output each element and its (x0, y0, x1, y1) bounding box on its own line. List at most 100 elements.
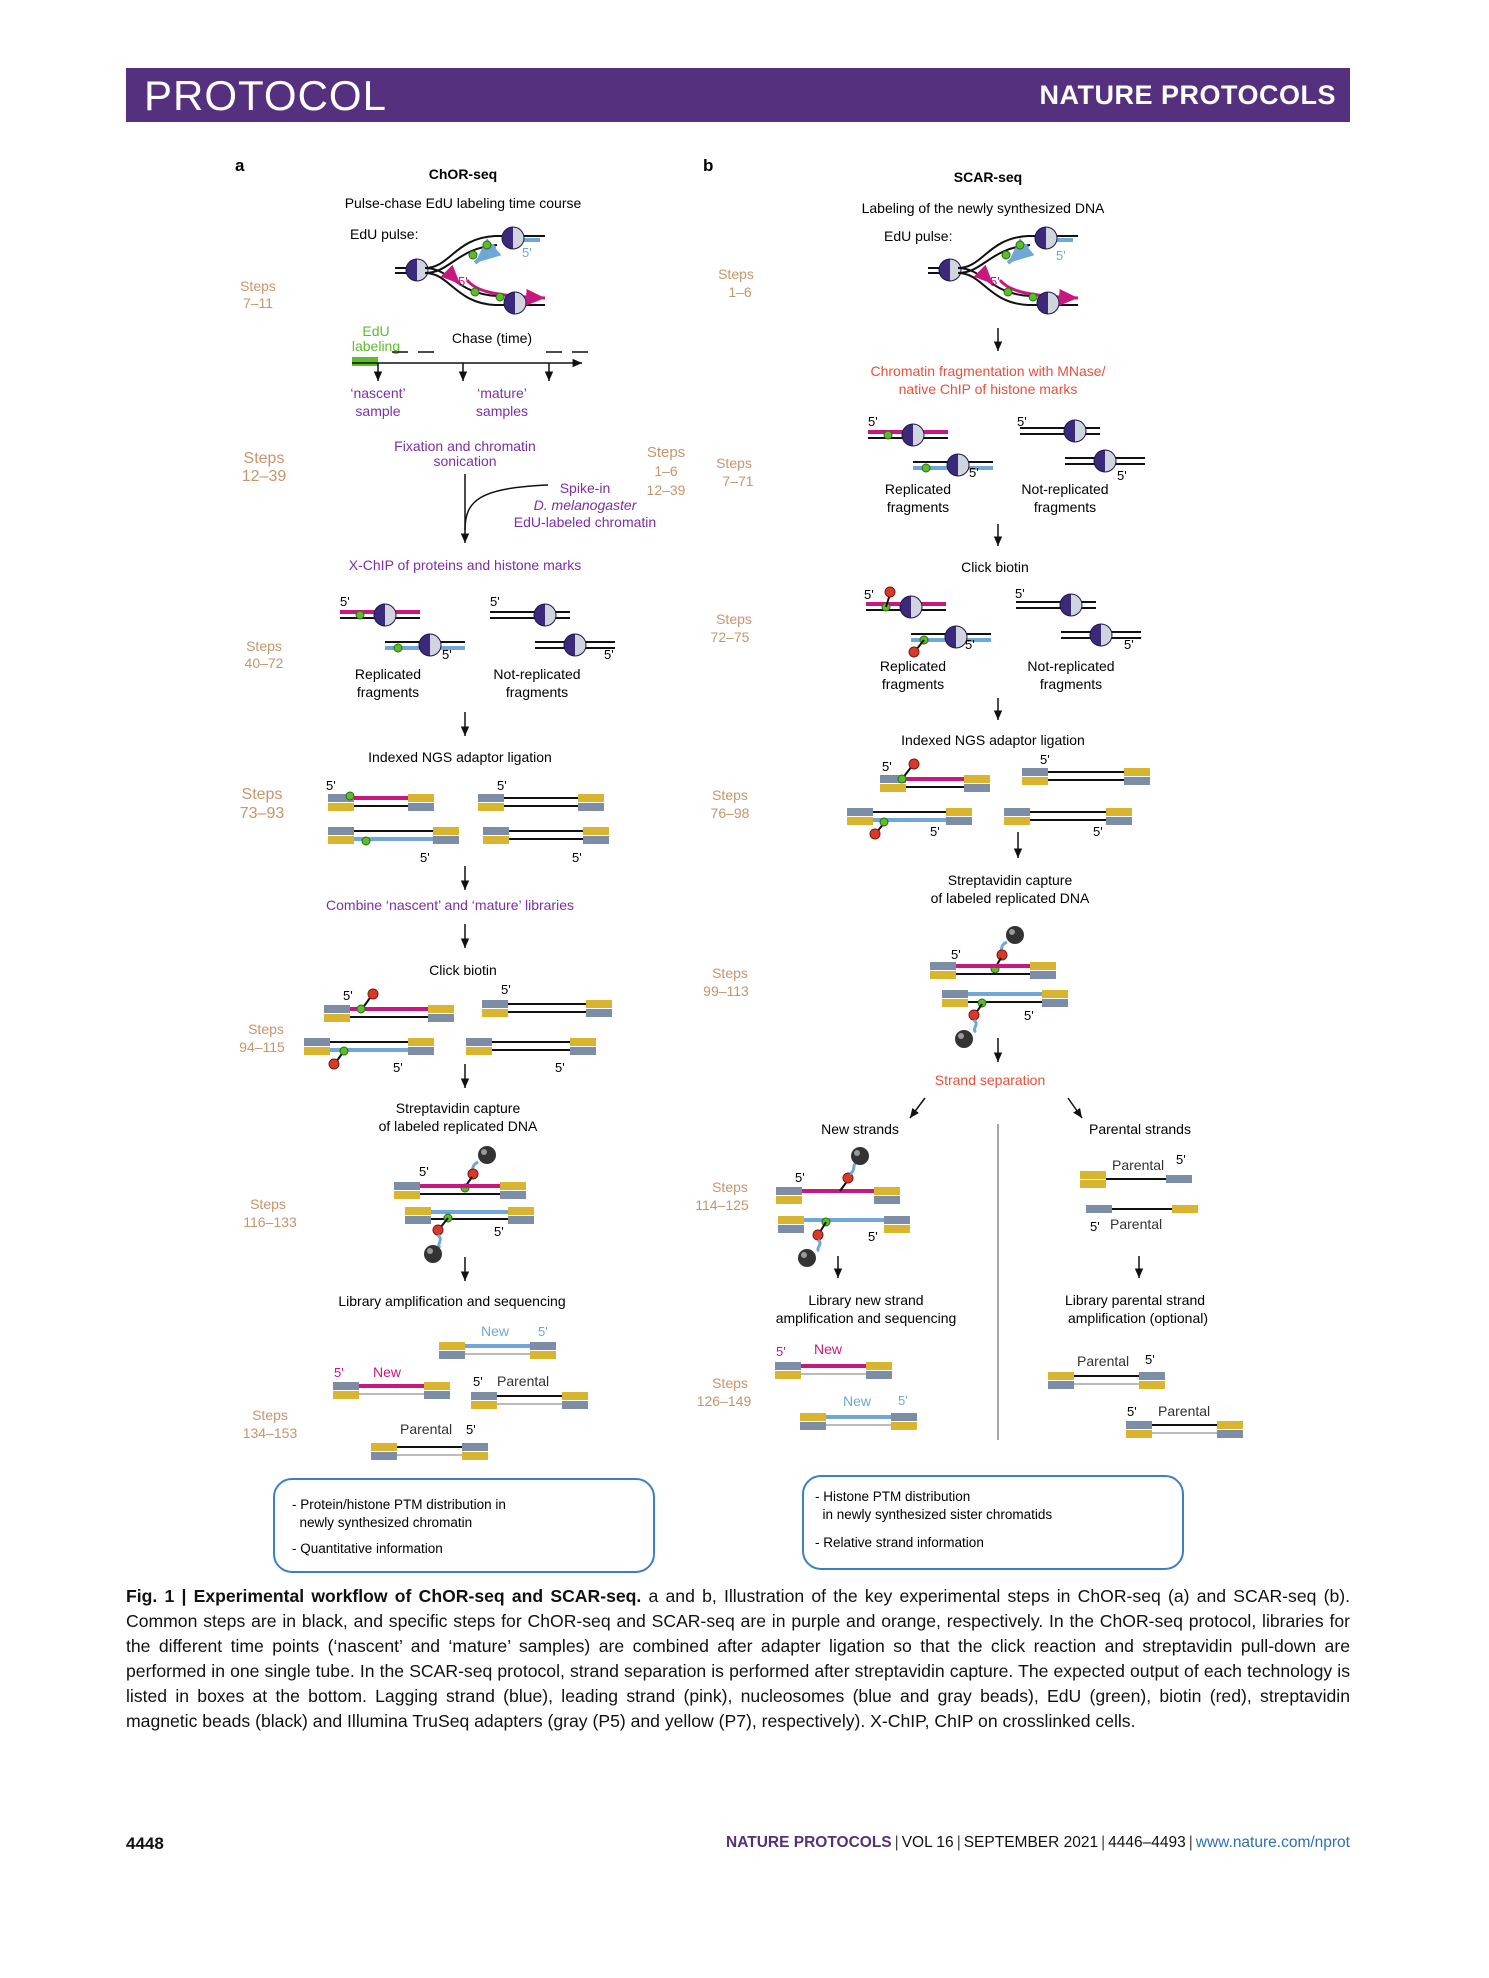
nascent-label: ‘nascent’ (350, 385, 405, 401)
steps-label: 1–6 (654, 463, 678, 479)
fixation-label: sonication (433, 453, 496, 469)
five-prime-label: 5' (458, 274, 468, 289)
steps-label: 7–11 (243, 295, 273, 311)
edu-labeling-label: EdU (362, 323, 389, 339)
five-prime-label: 5' (466, 1422, 476, 1437)
streptavidin-label: Streptavidin capture (948, 872, 1073, 888)
output-item: - Quantitative information (292, 1541, 443, 1556)
steps-label: Steps (246, 638, 282, 654)
panel-b-subtitle: Labeling of the newly synthesized DNA (862, 200, 1105, 216)
steps-label: Steps (647, 444, 685, 461)
adaptor-ligated-fragments (847, 758, 1150, 840)
parental-label: Parental (497, 1373, 549, 1389)
header-banner: PROTOCOL NATURE PROTOCOLS (126, 68, 1350, 122)
edu-labeling-label: labeling (352, 338, 400, 354)
five-prime-label: 5' (522, 245, 532, 260)
parental-strands-label: Parental strands (1089, 1121, 1191, 1137)
steps-label: 40–72 (245, 655, 284, 671)
edu-pulse-label: EdU pulse: (884, 228, 952, 244)
panel-a-title: ChOR-seq (429, 166, 497, 182)
library-parental-label: amplification (optional) (1068, 1310, 1208, 1326)
caption-body: a and b, Illustration of the key experim… (126, 1586, 1350, 1731)
five-prime-label: 5' (497, 778, 507, 793)
steps-label: 76–98 (711, 805, 750, 821)
new-label: New (481, 1323, 510, 1339)
five-prime-label: 5' (1117, 468, 1127, 483)
chase-label: Chase (time) (452, 330, 532, 346)
parental-label: Parental (1158, 1403, 1210, 1419)
mature-label: samples (476, 403, 528, 419)
output-box (273, 1478, 655, 1573)
steps-label: 12–39 (242, 468, 287, 485)
replicated-label: Replicated (885, 481, 951, 497)
five-prime-label: 5' (442, 647, 452, 662)
five-prime-label: 5' (340, 594, 350, 609)
fragmentation-label: Chromatin fragmentation with MNase/ (871, 363, 1106, 379)
five-prime-label: 5' (868, 1229, 878, 1244)
five-prime-label: 5' (420, 850, 430, 865)
library-amplification-label: Library amplification and sequencing (338, 1293, 565, 1309)
footer-pages: 4446–4493 (1108, 1834, 1186, 1851)
footer-date: SEPTEMBER 2021 (963, 1834, 1099, 1851)
output-item: newly synthesized chromatin (292, 1515, 472, 1530)
steps-label: 12–39 (647, 482, 686, 498)
xchip-label: X-ChIP of proteins and histone marks (349, 557, 581, 573)
five-prime-label: 5' (326, 778, 336, 793)
spike-in-species: D. melanogaster (534, 497, 638, 513)
five-prime-label: 5' (951, 947, 961, 962)
five-prime-label: 5' (343, 988, 353, 1003)
steps-label: 1–6 (728, 284, 752, 300)
parental-label: Parental (1112, 1157, 1164, 1173)
biotin-labeled-fragments (866, 586, 1141, 658)
click-biotin-label: Click biotin (961, 559, 1029, 575)
new-label: New (373, 1364, 402, 1380)
new-strands-label: New strands (821, 1121, 899, 1137)
panel-a-letter: a (235, 156, 245, 175)
panel-a: a ChOR-seq Pulse-chase EdU labeling time… (235, 156, 686, 1573)
five-prime-label: 5' (965, 637, 975, 652)
five-prime-label: 5' (555, 1060, 565, 1075)
biotin-labeled-fragments (304, 988, 612, 1070)
output-item: in newly synthesized sister chromatids (815, 1507, 1052, 1522)
adaptor-ligation-label: Indexed NGS adaptor ligation (901, 732, 1085, 748)
steps-label: Steps (712, 1179, 748, 1195)
panel-b-title: SCAR-seq (954, 169, 1022, 185)
section-title: PROTOCOL (144, 72, 387, 119)
steps-label: 126–149 (697, 1393, 752, 1409)
edu-pulse-label: EdU pulse: (350, 226, 418, 242)
steps-label: Steps (248, 1021, 284, 1037)
footer-url-link[interactable]: www.nature.com/nprot (1195, 1834, 1350, 1851)
page-number: 4448 (126, 1834, 164, 1853)
five-prime-label: 5' (419, 1164, 429, 1179)
replicated-label: fragments (887, 499, 949, 515)
new-strands-diagram (776, 1147, 910, 1267)
five-prime-label: 5' (501, 982, 511, 997)
click-biotin-label: Click biotin (429, 962, 497, 978)
steps-label: 99–113 (703, 983, 749, 999)
steps-label: Steps (716, 455, 752, 471)
library-new-strand-label: Library new strand (808, 1292, 923, 1308)
not-replicated-fragments-diagram (490, 604, 615, 656)
steps-label: Steps (718, 266, 754, 282)
steps-label: 72–75 (711, 629, 750, 645)
adaptor-ligation-label: Indexed NGS adaptor ligation (368, 749, 552, 765)
output-item: - Histone PTM distribution (815, 1489, 970, 1504)
five-prime-label: 5' (776, 1344, 786, 1359)
five-prime-label: 5' (572, 850, 582, 865)
steps-label: 7–71 (722, 473, 753, 489)
spike-in-chromatin: EdU-labeled chromatin (514, 514, 656, 530)
replicated-label: fragments (357, 684, 419, 700)
caption-lead: Fig. 1 | Experimental workflow of ChOR-s… (126, 1586, 642, 1606)
library-fragments (333, 1342, 588, 1460)
five-prime-label: 5' (490, 594, 500, 609)
parental-label: Parental (400, 1421, 452, 1437)
library-parental-label: Library parental strand (1065, 1292, 1205, 1308)
fixation-label: Fixation and chromatin (394, 438, 536, 454)
replicated-label: fragments (882, 676, 944, 692)
not-replicated-label: Not-replicated (493, 666, 580, 682)
five-prime-label: 5' (1015, 586, 1025, 601)
steps-label: Steps (242, 786, 283, 803)
five-prime-label: 5' (795, 1170, 805, 1185)
steps-label: Steps (250, 1196, 286, 1212)
new-label: New (843, 1393, 872, 1409)
